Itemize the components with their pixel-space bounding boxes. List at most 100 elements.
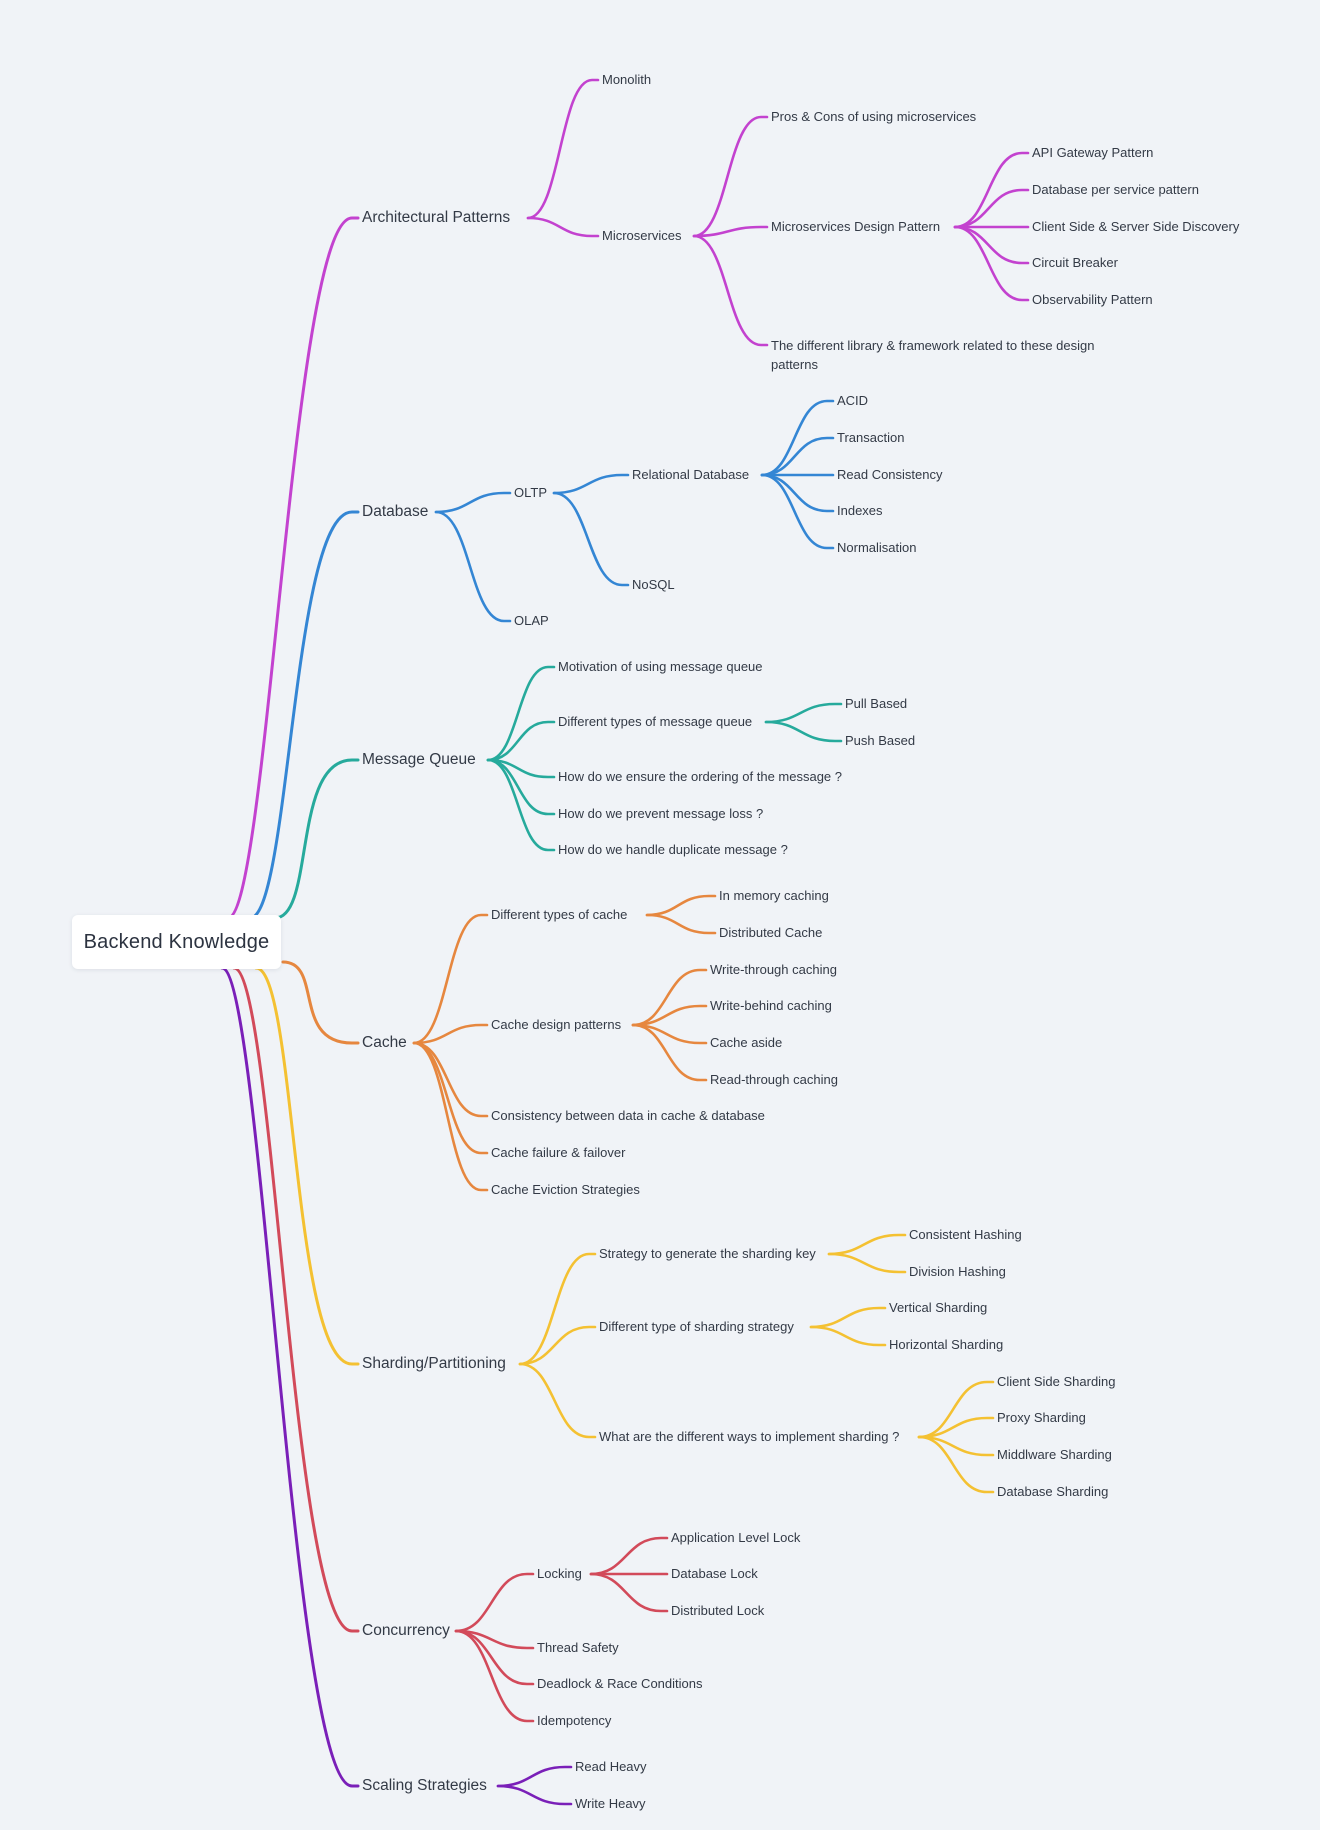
branch-link-message-queue: [273, 758, 360, 920]
node-database-per-service-pattern[interactable]: Database per service pattern: [1032, 182, 1199, 197]
node-api-gateway-pattern[interactable]: API Gateway Pattern: [1032, 145, 1154, 160]
node-thread-safety[interactable]: Thread Safety: [537, 1640, 619, 1655]
link-database-per-service-pattern: [953, 188, 1030, 229]
node-database-sharding[interactable]: Database Sharding: [997, 1484, 1109, 1499]
node-message-queue[interactable]: Message Queue: [362, 751, 476, 768]
node-cache-design-patterns[interactable]: Cache design patterns: [491, 1017, 622, 1032]
node-architectural-patterns[interactable]: Architectural Patterns: [362, 209, 511, 226]
node-distributed-lock[interactable]: Distributed Lock: [671, 1603, 765, 1618]
node-normalisation[interactable]: Normalisation: [837, 540, 917, 555]
node-pull-based[interactable]: Pull Based: [845, 696, 908, 711]
branch-link-sharding-partitioning: [254, 966, 360, 1366]
node-different-types-of-message-queue[interactable]: Different types of message queue: [558, 714, 753, 729]
node-how-do-we-prevent-message-loss[interactable]: How do we prevent message loss ?: [558, 806, 764, 821]
node-in-memory-caching[interactable]: In memory caching: [719, 888, 829, 903]
link-what-are-the-different-ways-to-implement: [518, 1362, 597, 1439]
node-circuit-breaker[interactable]: Circuit Breaker: [1032, 255, 1118, 270]
node-client-side-sharding[interactable]: Client Side Sharding: [997, 1374, 1116, 1389]
node-oltp[interactable]: OLTP: [514, 485, 547, 500]
node-different-types-of-cache[interactable]: Different types of cache: [491, 907, 628, 922]
node-proxy-sharding[interactable]: Proxy Sharding: [997, 1410, 1086, 1425]
node-the-different-library-and-framework-rela[interactable]: The different library & framework relate…: [771, 338, 1095, 372]
node-division-hashing[interactable]: Division Hashing: [909, 1264, 1006, 1279]
branch-link-cache: [281, 960, 360, 1045]
node-acid[interactable]: ACID: [837, 393, 869, 408]
root-node[interactable]: Backend Knowledge: [72, 915, 281, 969]
node-consistency-between-data-in-cache-and-da[interactable]: Consistency between data in cache & data…: [491, 1108, 765, 1123]
node-idempotency[interactable]: Idempotency: [537, 1713, 612, 1728]
node-client-side-and-server-side-discovery[interactable]: Client Side & Server Side Discovery: [1032, 219, 1240, 234]
link-microservices-design-pattern: [692, 225, 769, 238]
node-cache-failure-and-failover[interactable]: Cache failure & failover: [491, 1145, 626, 1160]
node-consistent-hashing[interactable]: Consistent Hashing: [909, 1227, 1022, 1242]
node-cache-eviction-strategies[interactable]: Cache Eviction Strategies: [491, 1182, 640, 1197]
node-olap[interactable]: OLAP: [514, 613, 549, 628]
node-read-consistency[interactable]: Read Consistency: [837, 467, 943, 482]
node-nosql[interactable]: NoSQL: [632, 577, 675, 592]
node-motivation-of-using-message-queue[interactable]: Motivation of using message queue: [558, 659, 763, 674]
node-locking[interactable]: Locking: [537, 1566, 582, 1581]
node-distributed-cache[interactable]: Distributed Cache: [719, 925, 823, 940]
link-write-through-caching: [631, 968, 708, 1027]
node-different-type-of-sharding-strategy[interactable]: Different type of sharding strategy: [599, 1319, 794, 1334]
node-how-do-we-ensure-the-ordering-of-the-mes[interactable]: How do we ensure the ordering of the mes…: [558, 769, 843, 784]
link-client-side-sharding: [917, 1380, 995, 1439]
link-idempotency: [454, 1629, 535, 1723]
link-distributed-lock: [589, 1572, 669, 1613]
node-cache[interactable]: Cache: [362, 1034, 407, 1051]
link-how-do-we-handle-duplicate-message: [486, 758, 556, 852]
node-database-lock[interactable]: Database Lock: [671, 1566, 758, 1581]
node-monolith[interactable]: Monolith: [602, 72, 652, 87]
link-observability-pattern: [953, 225, 1030, 302]
link-relational-database: [552, 473, 630, 495]
node-cache-aside[interactable]: Cache aside: [710, 1035, 783, 1050]
node-horizontal-sharding[interactable]: Horizontal Sharding: [889, 1337, 1004, 1352]
branch-link-architectural-patterns: [226, 216, 360, 920]
node-microservices[interactable]: Microservices: [602, 228, 682, 243]
node-read-through-caching[interactable]: Read-through caching: [710, 1072, 838, 1087]
node-indexes[interactable]: Indexes: [837, 503, 883, 518]
node-push-based[interactable]: Push Based: [845, 733, 916, 748]
link-olap: [434, 510, 512, 623]
node-vertical-sharding[interactable]: Vertical Sharding: [889, 1300, 988, 1315]
link-different-types-of-message-queue: [486, 720, 556, 762]
link-cache-eviction-strategies: [412, 1041, 489, 1192]
node-sharding-partitioning[interactable]: Sharding/Partitioning: [362, 1355, 506, 1372]
node-what-are-the-different-ways-to-implement[interactable]: What are the different ways to implement…: [599, 1429, 900, 1444]
node-middlware-sharding[interactable]: Middlware Sharding: [997, 1447, 1112, 1462]
node-microservices-design-pattern[interactable]: Microservices Design Pattern: [771, 219, 941, 234]
node-transaction[interactable]: Transaction: [837, 430, 905, 445]
link-division-hashing: [827, 1252, 907, 1274]
branch-link-scaling-strategies: [220, 966, 360, 1788]
node-strategy-to-generate-the-sharding-key[interactable]: Strategy to generate the sharding key: [599, 1246, 816, 1261]
link-database-sharding: [917, 1435, 995, 1494]
node-how-do-we-handle-duplicate-message[interactable]: How do we handle duplicate message ?: [558, 842, 788, 857]
link-pull-based: [764, 702, 843, 724]
link-normalisation: [760, 473, 835, 550]
node-database[interactable]: Database: [362, 503, 429, 520]
node-read-heavy[interactable]: Read Heavy: [575, 1759, 647, 1774]
link-write-behind-caching: [631, 1004, 708, 1027]
link-push-based: [764, 720, 843, 743]
link-transaction: [760, 436, 835, 477]
node-relational-database[interactable]: Relational Database: [632, 467, 750, 482]
link-motivation-of-using-message-queue: [486, 665, 556, 762]
link-nosql: [552, 491, 630, 587]
node-pros-and-cons-of-using-microservices[interactable]: Pros & Cons of using microservices: [771, 109, 977, 124]
link-locking: [454, 1572, 535, 1633]
branch-link-concurrency: [232, 966, 360, 1633]
link-read-heavy: [496, 1765, 573, 1788]
node-write-heavy[interactable]: Write Heavy: [575, 1796, 646, 1811]
node-application-level-lock[interactable]: Application Level Lock: [671, 1530, 801, 1545]
link-proxy-sharding: [917, 1416, 995, 1439]
node-write-through-caching[interactable]: Write-through caching: [710, 962, 837, 977]
node-observability-pattern[interactable]: Observability Pattern: [1032, 292, 1153, 307]
node-write-behind-caching[interactable]: Write-behind caching: [710, 998, 832, 1013]
link-cache-design-patterns: [412, 1023, 489, 1045]
node-concurrency[interactable]: Concurrency: [362, 1622, 450, 1639]
node-scaling-strategies[interactable]: Scaling Strategies: [362, 1777, 487, 1794]
node-deadlock-and-race-conditions[interactable]: Deadlock & Race Conditions: [537, 1676, 703, 1691]
link-horizontal-sharding: [809, 1325, 887, 1347]
